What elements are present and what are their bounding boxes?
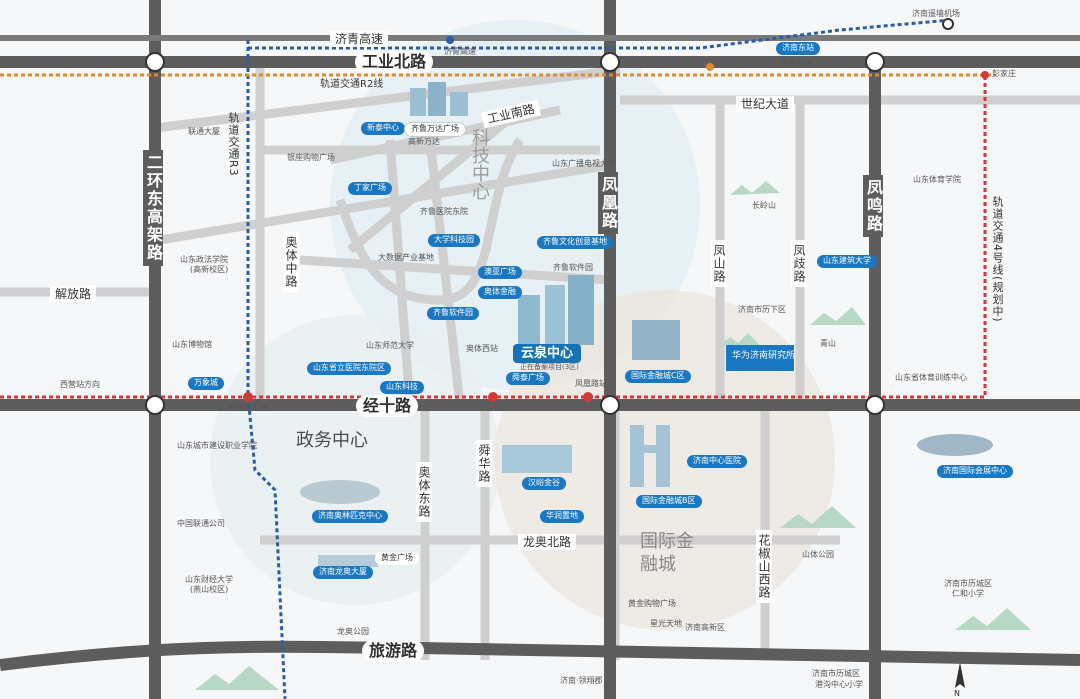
- poi-15: 大数据产业基地: [378, 253, 434, 262]
- poi-17: 山东省体育训练中心: [895, 373, 967, 382]
- buildings: [300, 82, 993, 567]
- rail-stations: [243, 36, 989, 402]
- road-label-fenghuang: 凤凰路: [598, 172, 618, 234]
- rail-lines: [0, 18, 995, 699]
- compass-icon: [955, 662, 965, 688]
- poi-8: 中国联通公司: [177, 519, 225, 528]
- tag-huarun: 华润置地: [540, 510, 584, 523]
- tag-dingjia: 丁家广场: [348, 182, 392, 195]
- district-tech: 科技中心: [469, 128, 490, 200]
- road-label-fengqi: 凤歧路: [791, 240, 807, 287]
- poi-21: 港沟中心小学: [815, 680, 863, 689]
- poi-24: 黄金购物广场: [628, 599, 676, 608]
- poi-14: 山东师范大学: [366, 341, 414, 350]
- road-label-gongyebei: 工业北路: [355, 51, 434, 73]
- tag-ifc-b: 国际金融城B区: [636, 495, 702, 508]
- poi-19: 仁和小学: [952, 589, 984, 598]
- tag-zhongxin-yiyuan: 济南中心医院: [687, 455, 747, 468]
- road-label-aotidong: 奥体东路: [416, 462, 432, 522]
- tag-qilu-ruanjian: 齐鲁软件园: [427, 307, 479, 320]
- district-gov: 政务中心: [296, 430, 368, 451]
- tag-aoya: 澳亚广场: [478, 266, 522, 279]
- poi-26: 山体公园: [802, 550, 834, 559]
- poi-12: 山东广播电视大学: [552, 159, 616, 168]
- poi-2: 银座购物广场: [287, 153, 335, 162]
- project-subtitle: 正在备案项目(3区): [520, 363, 579, 371]
- poi-5: 山东博物馆: [172, 340, 212, 349]
- poi-33: 地铁交汇站: [228, 403, 268, 412]
- poi-1: 联通大厦: [188, 127, 220, 136]
- poi-6: 西营站方向: [60, 380, 100, 389]
- tag-ifc-c: 国际金融城C区: [625, 370, 691, 383]
- tag-huangjin: 黄金广场: [375, 552, 419, 565]
- compass-label: N: [954, 689, 960, 698]
- tag-shuntai: 舜泰广场: [506, 372, 550, 385]
- tag-aoti-jinrong: 奥体金融: [478, 286, 522, 299]
- tag-jianzhu-daxue: 山东建筑大学: [817, 255, 877, 268]
- poi-9: 山东财经大学: [185, 575, 233, 584]
- mountains: [195, 181, 1031, 690]
- rail-label-r2: 轨道交通R2线: [320, 79, 384, 90]
- poi-32: 济南·领翔郡: [560, 676, 603, 685]
- poi-13: 齐鲁医院东院: [420, 207, 468, 216]
- tag-qilu-wenhua: 齐鲁文化创意基地: [537, 236, 613, 249]
- road-label-jiefang: 解放路: [50, 286, 97, 302]
- road-label-fengming: 凤鸣路: [863, 175, 883, 237]
- poi-29: 青山: [820, 339, 836, 348]
- poi-18: 济南市历城区: [944, 579, 992, 588]
- poi-31: 彭家庄: [992, 69, 1016, 78]
- road-label-jingshi: 经十路: [356, 395, 419, 417]
- poi-3: 山东政法学院: [180, 255, 228, 264]
- road-label-erhuan: 二环东高架路: [143, 150, 163, 266]
- poi-27: 齐鲁软件园: [553, 263, 593, 272]
- tag-qilu-wanda: 齐鲁万达广场: [404, 122, 466, 137]
- poi-7: 山东城市建设职业学院: [177, 441, 257, 450]
- tag-huawei: 华为济南研究所: [732, 351, 796, 361]
- poi-4: (高新校区): [190, 265, 229, 274]
- road-label-fengshan: 凤山路: [711, 240, 727, 287]
- tag-xintai: 新泰中心: [361, 122, 405, 135]
- tag-jinan-east: 济南东站: [776, 42, 820, 55]
- rail-label-r3: 轨道交通R3: [227, 112, 240, 177]
- rail-label-r4: 轨道交通4号线(规划中): [991, 196, 1004, 323]
- poi-30: 济南东站: [780, 59, 812, 68]
- tag-airport: 济南遥墙机场: [912, 9, 960, 18]
- poi-25: 龙奥公园: [337, 627, 369, 636]
- road-label-longaobei: 龙奥北路: [518, 534, 577, 550]
- poi-20: 济南市历城区: [812, 669, 860, 678]
- district-finance: 国际金融城: [640, 531, 694, 576]
- poi-35: 奥体西站: [466, 344, 498, 353]
- poi-36: 济青高速: [444, 47, 476, 56]
- tag-hanyu-jingu: 汉峪金谷: [522, 477, 566, 490]
- road-label-huajiaoshan: 花椒山西路: [756, 530, 772, 603]
- project-name: 云泉中心: [513, 344, 582, 363]
- tag-wanxiangcheng: 万象城: [188, 377, 224, 390]
- tag-daxue-keji: 大学科技园: [428, 234, 480, 247]
- tag-gaoxin-wanda: 高新万达: [408, 137, 440, 146]
- road-label-jiqing: 济青高速: [330, 31, 389, 47]
- tag-shandong-keji: 山东科技: [380, 381, 424, 394]
- poi-23: 济南高新区: [685, 623, 725, 632]
- road-label-shunhua: 舜华路: [476, 440, 492, 487]
- tag-huizhan: 济南国际会展中心: [937, 465, 1013, 478]
- poi-22: 星光天地: [650, 619, 682, 628]
- poi-34: 凤凰路站: [575, 379, 607, 388]
- tag-olympic-center: 济南奥林匹克中心: [312, 510, 388, 523]
- poi-28: 长岭山: [752, 201, 776, 210]
- interchanges: [145, 18, 954, 415]
- tag-shengli-yiyuan: 山东省立医院东院区: [307, 362, 391, 375]
- road-label-shiji: 世纪大道: [736, 96, 795, 112]
- tag-longao-dasha: 济南龙奥大厦: [313, 566, 373, 579]
- road-label-aotizhong: 奥体中路: [283, 232, 299, 292]
- road-label-lvyou: 旅游路: [362, 640, 425, 662]
- poi-10: (燕山校区): [190, 585, 229, 594]
- poi-11: 山东体育学院: [913, 175, 961, 184]
- poi-16: 济南市历下区: [738, 305, 786, 314]
